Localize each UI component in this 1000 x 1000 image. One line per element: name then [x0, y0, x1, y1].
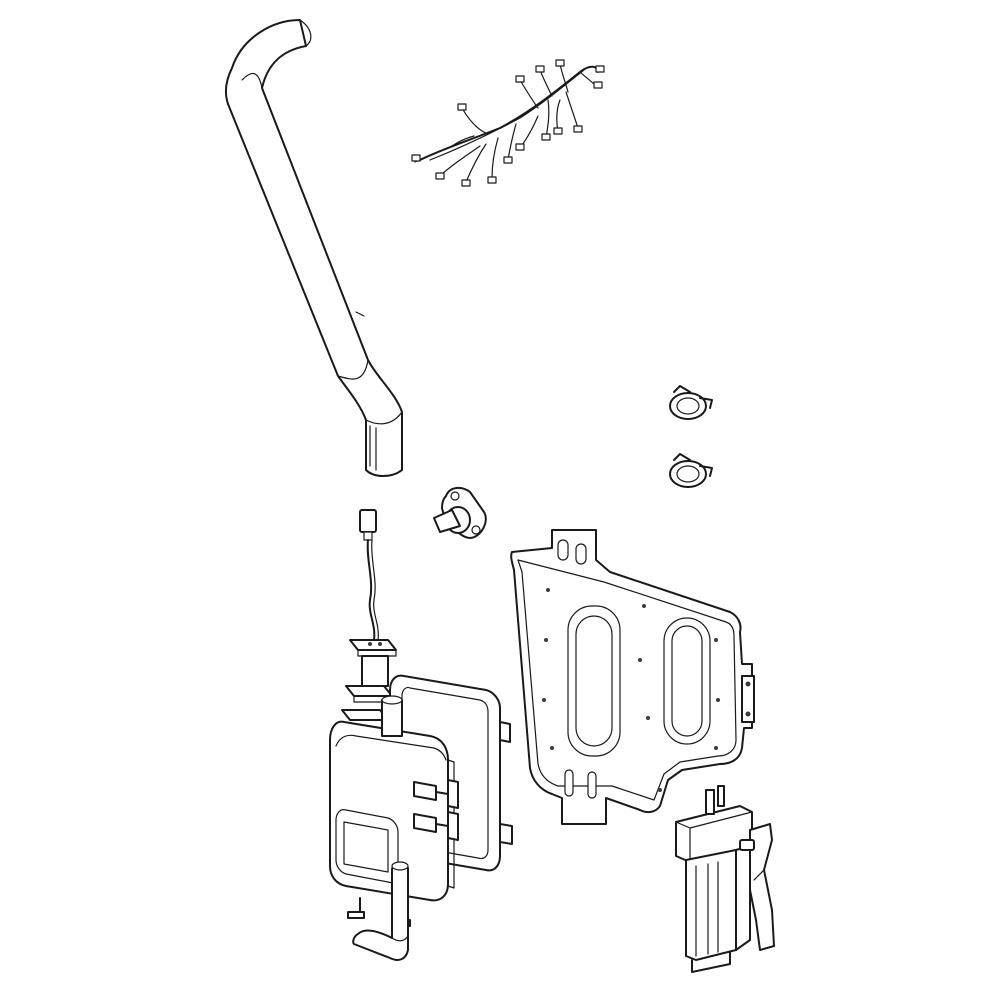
- steam-generator[interactable]: [329, 695, 459, 927]
- hose-clamp-upper[interactable]: [669, 385, 713, 420]
- drain-hose[interactable]: [352, 861, 409, 961]
- mounting-bracket[interactable]: [510, 529, 755, 825]
- outlet-hose[interactable]: [224, 19, 403, 477]
- water-valve[interactable]: [675, 785, 775, 973]
- thermostat[interactable]: [433, 486, 487, 539]
- wire-harness[interactable]: [411, 59, 605, 187]
- hose-clamp-lower[interactable]: [669, 453, 713, 488]
- temperature-sensor[interactable]: [341, 509, 397, 721]
- harness-connectors: [411, 59, 605, 187]
